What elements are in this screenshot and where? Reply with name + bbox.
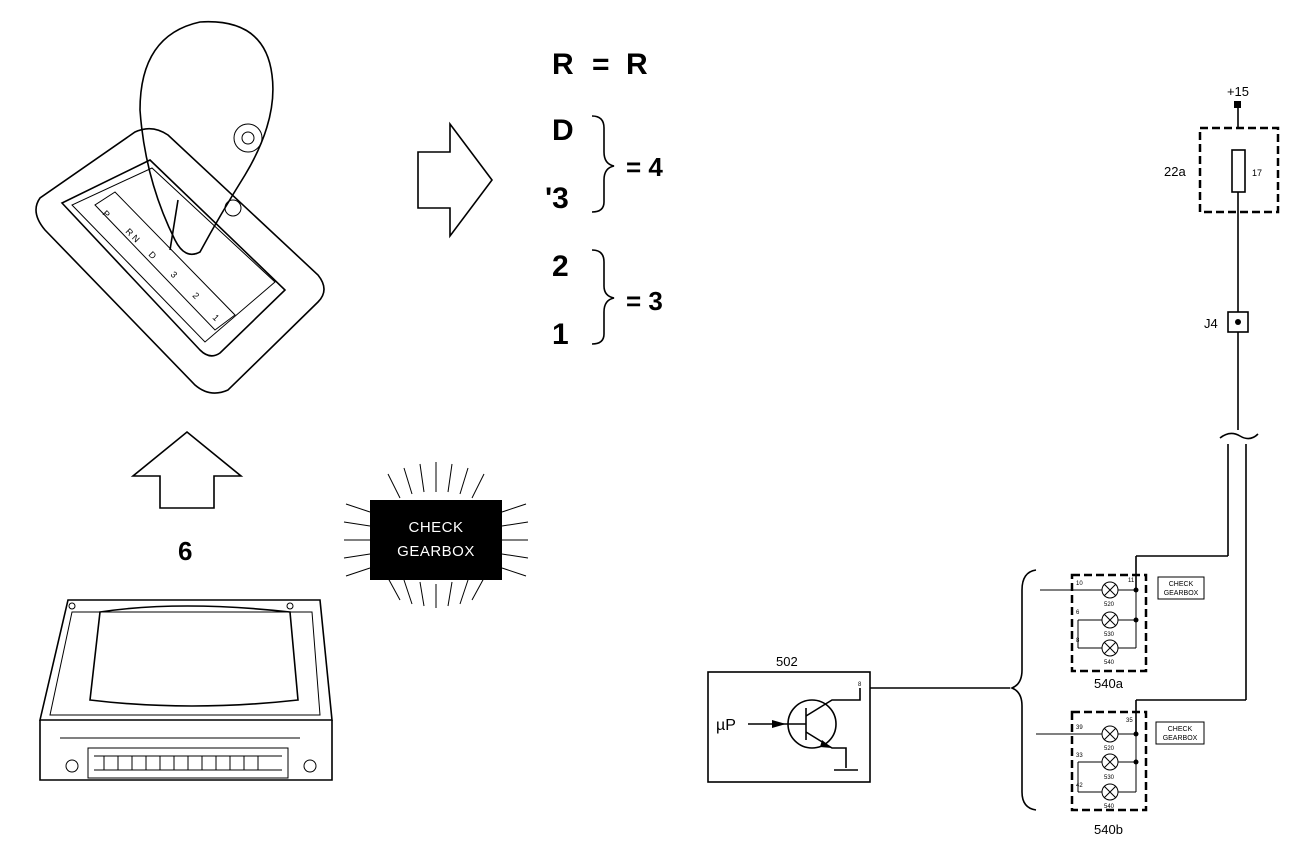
fuse-box bbox=[1198, 126, 1280, 214]
mapping-eq4: = 4 bbox=[626, 152, 663, 182]
up-arrow-icon bbox=[130, 430, 244, 509]
small-check-gearbox-label-b bbox=[1155, 721, 1205, 745]
svg-text:3: 3 bbox=[169, 269, 180, 280]
svg-text:530: 530 bbox=[1104, 775, 1115, 781]
module-540b bbox=[1070, 710, 1148, 812]
module-brace bbox=[1009, 569, 1037, 811]
circuit-diagram: +15 22a 17 J4 540a bbox=[707, 84, 1280, 837]
svg-text:P: P bbox=[101, 208, 112, 219]
svg-text:2: 2 bbox=[191, 290, 202, 301]
gear-selector-illustration: P R N D 3 2 1 bbox=[35, 20, 325, 394]
lamp-line2: GEARBOX bbox=[397, 543, 475, 560]
svg-text:R N: R N bbox=[124, 226, 142, 244]
module-540a bbox=[1070, 573, 1148, 673]
mapping-1: 1 bbox=[552, 318, 569, 351]
ecu-box bbox=[707, 671, 871, 783]
svg-text:10: 10 bbox=[1076, 581, 1083, 587]
svg-text:1: 1 bbox=[211, 312, 222, 323]
module-a-label: 540a bbox=[1094, 676, 1124, 691]
svg-text:8: 8 bbox=[858, 682, 862, 688]
fuse-icon bbox=[1231, 149, 1246, 193]
module-b-lamps: 39 33 42 35 520 530 540 bbox=[1036, 718, 1139, 810]
mapping-3: '3 bbox=[545, 182, 569, 215]
svg-text:CHECK: CHECK bbox=[1168, 726, 1193, 733]
fuse-box-label: 22a bbox=[1164, 164, 1186, 179]
svg-text:540: 540 bbox=[1104, 660, 1115, 666]
svg-text:8: 8 bbox=[1076, 638, 1080, 644]
svg-text:11: 11 bbox=[1128, 578, 1135, 584]
fuse-number: 17 bbox=[1252, 168, 1262, 178]
module-a-lamps: 10 6 8 11 520 530 540 bbox=[1040, 578, 1139, 666]
svg-text:520: 520 bbox=[1104, 602, 1115, 608]
svg-text:540: 540 bbox=[1104, 804, 1115, 810]
ecu-label: 502 bbox=[776, 654, 798, 669]
svg-text:CHECK: CHECK bbox=[1169, 581, 1194, 588]
gear-mapping: R = R D '3 = 4 2 1 = 3 bbox=[545, 48, 663, 351]
step-number: 6 bbox=[178, 536, 192, 566]
mapping-2: 2 bbox=[552, 250, 569, 283]
mapping-r-equals: = bbox=[592, 48, 610, 81]
mapping-r-left: R bbox=[552, 48, 574, 81]
mapping-d: D bbox=[552, 114, 574, 147]
brace-d-3 bbox=[591, 115, 615, 213]
small-check-gearbox-label-a bbox=[1157, 576, 1205, 600]
svg-text:39: 39 bbox=[1076, 725, 1083, 731]
svg-text:GEARBOX: GEARBOX bbox=[1164, 590, 1199, 597]
mapping-eq3: = 3 bbox=[626, 286, 663, 316]
svg-text:35: 35 bbox=[1126, 718, 1133, 724]
check-gearbox-lamp: CHECK GEARBOX bbox=[343, 462, 529, 608]
svg-text:530: 530 bbox=[1104, 632, 1115, 638]
svg-text:520: 520 bbox=[1104, 746, 1115, 752]
svg-text:GEARBOX: GEARBOX bbox=[1163, 735, 1198, 742]
svg-text:D: D bbox=[147, 249, 159, 261]
control-module-illustration bbox=[38, 599, 333, 781]
svg-text:6: 6 bbox=[1076, 610, 1080, 616]
supply-label: +15 bbox=[1227, 84, 1249, 99]
module-b-label: 540b bbox=[1094, 822, 1123, 837]
micro-label: µP bbox=[716, 717, 736, 734]
lamp-line1: CHECK bbox=[408, 519, 463, 536]
svg-text:33: 33 bbox=[1076, 753, 1083, 759]
right-arrow-icon bbox=[417, 121, 493, 239]
connector-label: J4 bbox=[1204, 316, 1218, 331]
brace-2-1 bbox=[591, 249, 615, 345]
svg-text:42: 42 bbox=[1076, 783, 1083, 789]
mapping-r-right: R bbox=[626, 48, 648, 81]
